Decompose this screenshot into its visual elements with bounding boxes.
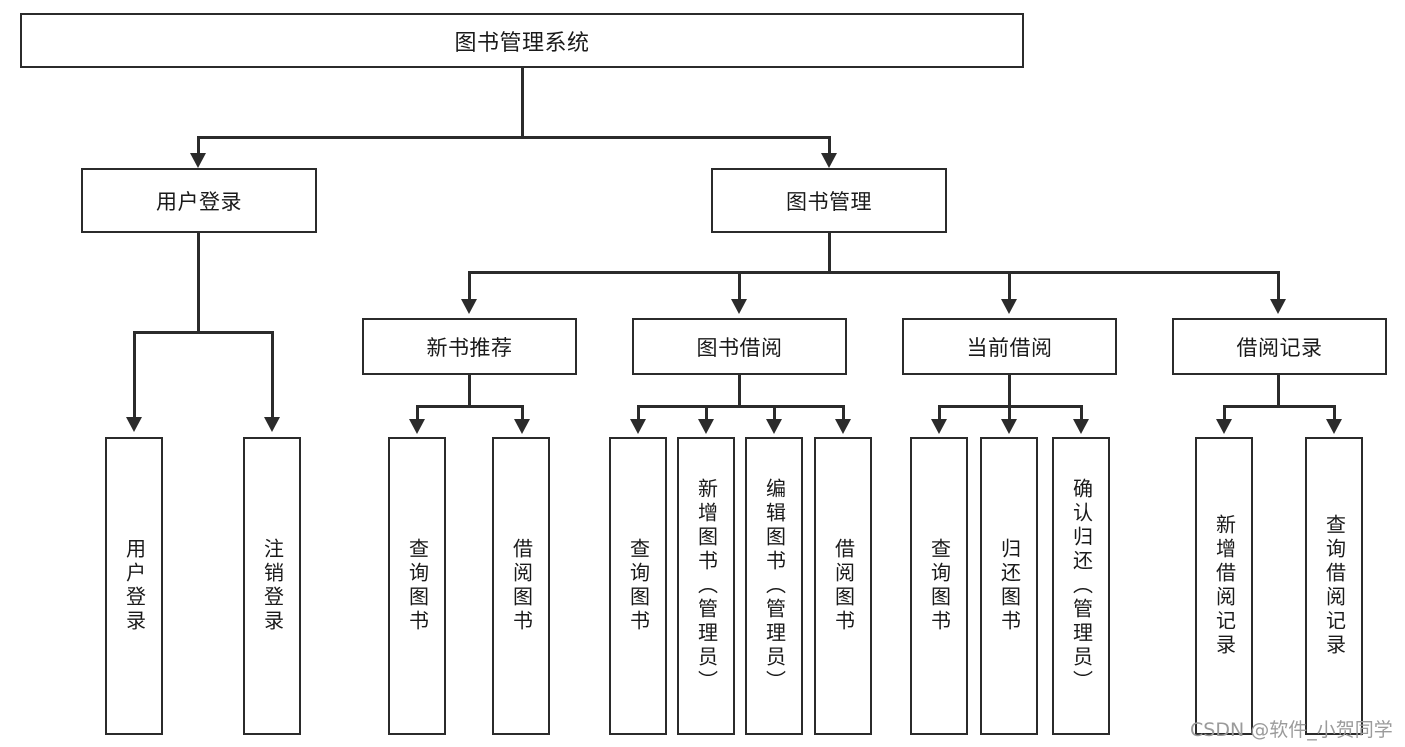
leaf-query-book-2-label: 查询图书	[626, 538, 651, 634]
leaf-logout[interactable]: 注销登录	[243, 437, 301, 735]
node-user-login[interactable]: 用户登录	[81, 168, 317, 233]
connector-leaf-edit-book	[773, 405, 776, 421]
connector-to-borrow-record	[1277, 271, 1280, 301]
arrowhead-leaf-borrow-book-2	[835, 419, 851, 434]
connector-leaf-add-book	[705, 405, 708, 421]
connector-leaf-add-record	[1223, 405, 1226, 421]
leaf-borrow-book-2[interactable]: 借阅图书	[814, 437, 872, 735]
connector-user-login-bus	[133, 331, 274, 334]
leaf-query-book-2[interactable]: 查询图书	[609, 437, 667, 735]
connector-leaf-query-book-1	[416, 405, 419, 421]
connector-leaf-query-book-2	[637, 405, 640, 421]
arrowhead-book-borrow	[731, 299, 747, 314]
connector-book-borrow-bus	[637, 405, 845, 408]
arrowhead-borrow-record	[1270, 299, 1286, 314]
node-root-label: 图书管理系统	[454, 30, 590, 56]
leaf-confirm-return-label: 确认归还（管理员）	[1069, 478, 1094, 694]
node-current-borrow[interactable]: 当前借阅	[902, 318, 1117, 375]
connector-leaf-user-login	[133, 331, 136, 419]
leaf-borrow-book-1[interactable]: 借阅图书	[492, 437, 550, 735]
connector-current-borrow-stem	[1008, 375, 1011, 407]
leaf-add-book[interactable]: 新增图书（管理员）	[677, 437, 735, 735]
leaf-query-record[interactable]: 查询借阅记录	[1305, 437, 1363, 735]
connector-leaf-confirm-return	[1080, 405, 1083, 421]
arrowhead-leaf-borrow-book-1	[514, 419, 530, 434]
connector-root-bus	[197, 136, 831, 139]
leaf-return-book-label: 归还图书	[997, 538, 1022, 634]
connector-to-current-borrow	[1008, 271, 1011, 301]
arrowhead-leaf-logout	[264, 417, 280, 432]
arrowhead-leaf-return-book	[1001, 419, 1017, 434]
connector-user-login-stem	[197, 233, 200, 333]
arrowhead-book-manage	[821, 153, 837, 168]
leaf-add-book-label: 新增图书（管理员）	[694, 478, 719, 694]
arrowhead-leaf-query-book-2	[630, 419, 646, 434]
leaf-edit-book[interactable]: 编辑图书（管理员）	[745, 437, 803, 735]
arrowhead-current-borrow	[1001, 299, 1017, 314]
leaf-logout-label: 注销登录	[260, 538, 285, 634]
node-borrow-record[interactable]: 借阅记录	[1172, 318, 1387, 375]
node-borrow-record-label: 借阅记录	[1236, 335, 1323, 360]
leaf-borrow-book-2-label: 借阅图书	[831, 538, 856, 634]
connector-leaf-borrow-book-1	[521, 405, 524, 421]
arrowhead-leaf-query-book-3	[931, 419, 947, 434]
arrowhead-leaf-query-record	[1326, 419, 1342, 434]
leaf-confirm-return[interactable]: 确认归还（管理员）	[1052, 437, 1110, 735]
connector-root-stem	[521, 68, 524, 138]
connector-to-new-book-rec	[468, 271, 471, 301]
connector-borrow-record-stem	[1277, 375, 1280, 407]
leaf-query-record-label: 查询借阅记录	[1322, 514, 1347, 658]
node-book-borrow-label: 图书借阅	[696, 335, 783, 360]
node-new-book-rec[interactable]: 新书推荐	[362, 318, 577, 375]
arrowhead-new-book-rec	[461, 299, 477, 314]
arrowhead-leaf-add-book	[698, 419, 714, 434]
connector-leaf-borrow-book-2	[842, 405, 845, 421]
arrowhead-leaf-add-record	[1216, 419, 1232, 434]
connector-leaf-return-book	[1008, 405, 1011, 421]
leaf-return-book[interactable]: 归还图书	[980, 437, 1038, 735]
arrowhead-leaf-user-login	[126, 417, 142, 432]
connector-leaf-query-record	[1333, 405, 1336, 421]
arrowhead-user-login	[190, 153, 206, 168]
connector-new-book-rec-stem	[468, 375, 471, 407]
leaf-query-book-1[interactable]: 查询图书	[388, 437, 446, 735]
connector-to-user-login	[197, 136, 200, 154]
leaf-borrow-book-1-label: 借阅图书	[509, 538, 534, 634]
connector-leaf-logout	[271, 331, 274, 419]
node-root[interactable]: 图书管理系统	[20, 13, 1024, 68]
connector-to-book-manage	[828, 136, 831, 154]
leaf-user-login[interactable]: 用户登录	[105, 437, 163, 735]
leaf-add-record-label: 新增借阅记录	[1212, 514, 1237, 658]
node-book-borrow[interactable]: 图书借阅	[632, 318, 847, 375]
node-book-manage-label: 图书管理	[786, 189, 872, 214]
node-current-borrow-label: 当前借阅	[966, 335, 1053, 360]
node-user-login-label: 用户登录	[156, 189, 242, 214]
leaf-edit-book-label: 编辑图书（管理员）	[762, 478, 787, 694]
leaf-user-login-label: 用户登录	[122, 538, 147, 634]
arrowhead-leaf-confirm-return	[1073, 419, 1089, 434]
leaf-add-record[interactable]: 新增借阅记录	[1195, 437, 1253, 735]
connector-book-manage-stem	[828, 233, 831, 273]
connector-to-book-borrow	[738, 271, 741, 301]
leaf-query-book-3-label: 查询图书	[927, 538, 952, 634]
leaf-query-book-1-label: 查询图书	[405, 538, 430, 634]
leaf-query-book-3[interactable]: 查询图书	[910, 437, 968, 735]
node-new-book-rec-label: 新书推荐	[426, 335, 513, 360]
connector-new-book-rec-bus	[416, 405, 524, 408]
watermark-text: CSDN @软件_小贺同学	[1190, 719, 1393, 741]
connector-leaf-query-book-3	[938, 405, 941, 421]
connector-borrow-record-bus	[1223, 405, 1336, 408]
node-book-manage[interactable]: 图书管理	[711, 168, 947, 233]
connector-book-manage-bus	[468, 271, 1280, 274]
connector-book-borrow-stem	[738, 375, 741, 407]
arrowhead-leaf-edit-book	[766, 419, 782, 434]
arrowhead-leaf-query-book-1	[409, 419, 425, 434]
